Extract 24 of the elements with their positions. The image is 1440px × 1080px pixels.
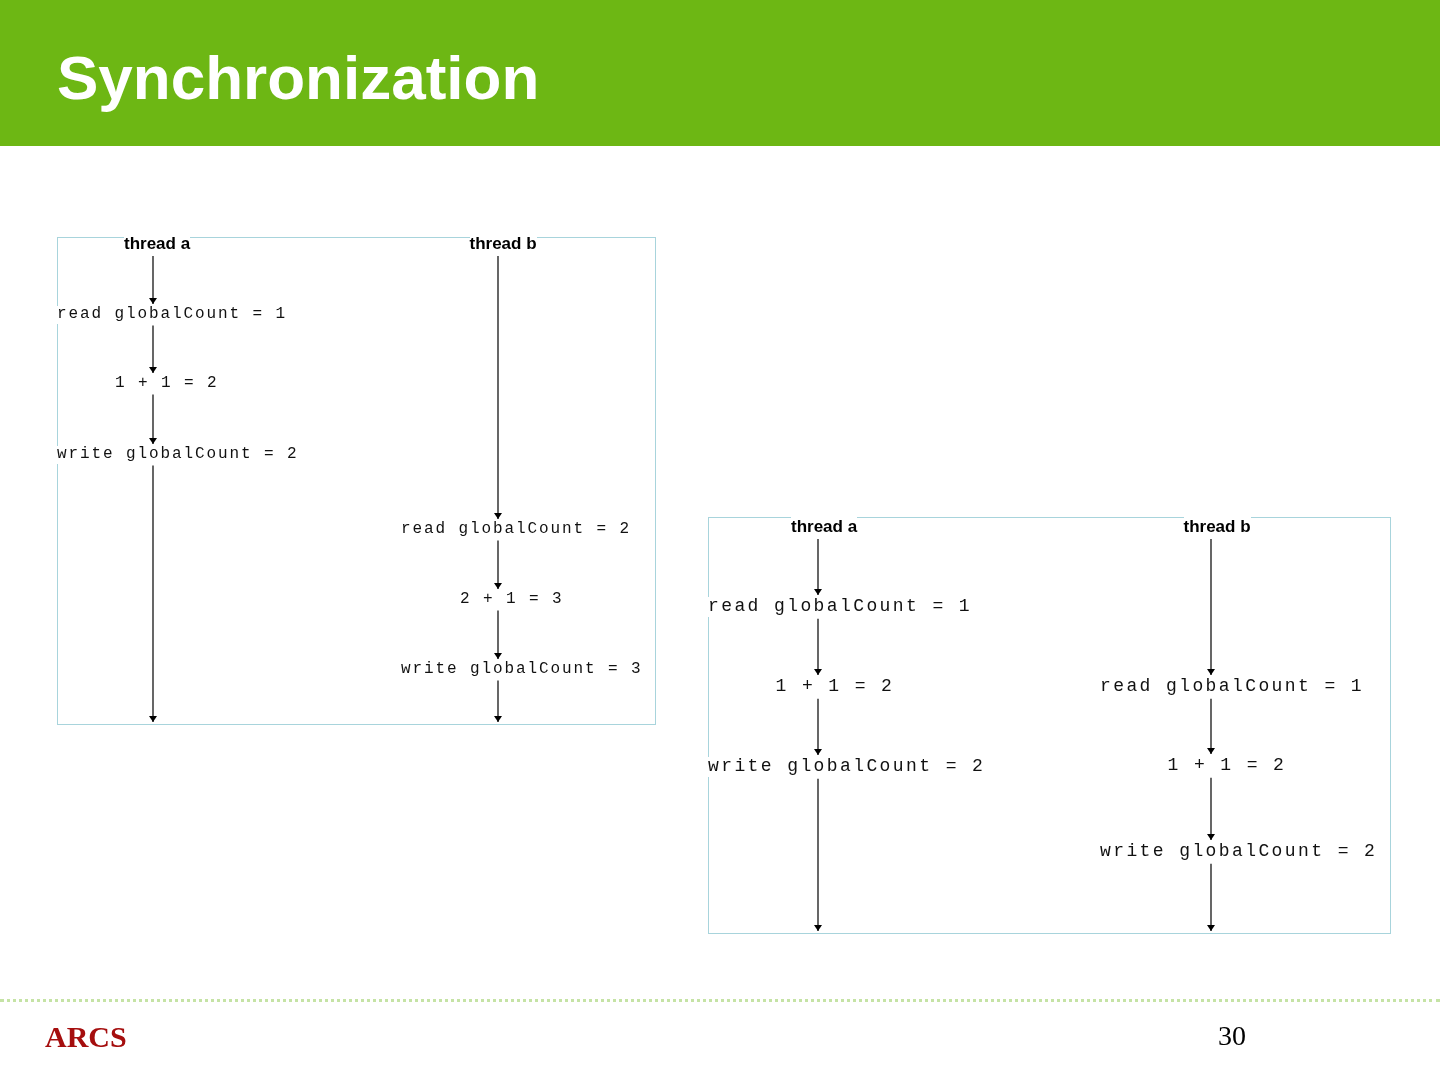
arrow xyxy=(494,680,502,723)
slide-title: Synchronization xyxy=(57,42,540,114)
arrow xyxy=(1207,863,1215,932)
diagram-panel xyxy=(57,237,656,725)
arrow xyxy=(149,465,157,723)
arrow xyxy=(814,778,822,932)
page-number: 30 xyxy=(1218,1020,1246,1052)
arrow xyxy=(814,618,822,676)
step-text: write globalCount = 3 xyxy=(401,661,643,679)
arrow xyxy=(149,394,157,445)
arrow xyxy=(494,255,502,520)
arrow xyxy=(814,698,822,756)
arrow xyxy=(1207,538,1215,676)
step-text: read globalCount = 1 xyxy=(57,306,288,324)
arrow xyxy=(1207,777,1215,841)
arrow xyxy=(149,255,157,305)
arrow xyxy=(814,538,822,596)
arrow xyxy=(149,325,157,374)
arrow xyxy=(494,540,502,590)
diagram-panel xyxy=(708,517,1391,934)
footer-text: ARCS xyxy=(45,1020,127,1054)
arrow xyxy=(494,610,502,660)
arrow xyxy=(1207,698,1215,755)
step-text: write globalCount = 2 xyxy=(57,446,299,464)
